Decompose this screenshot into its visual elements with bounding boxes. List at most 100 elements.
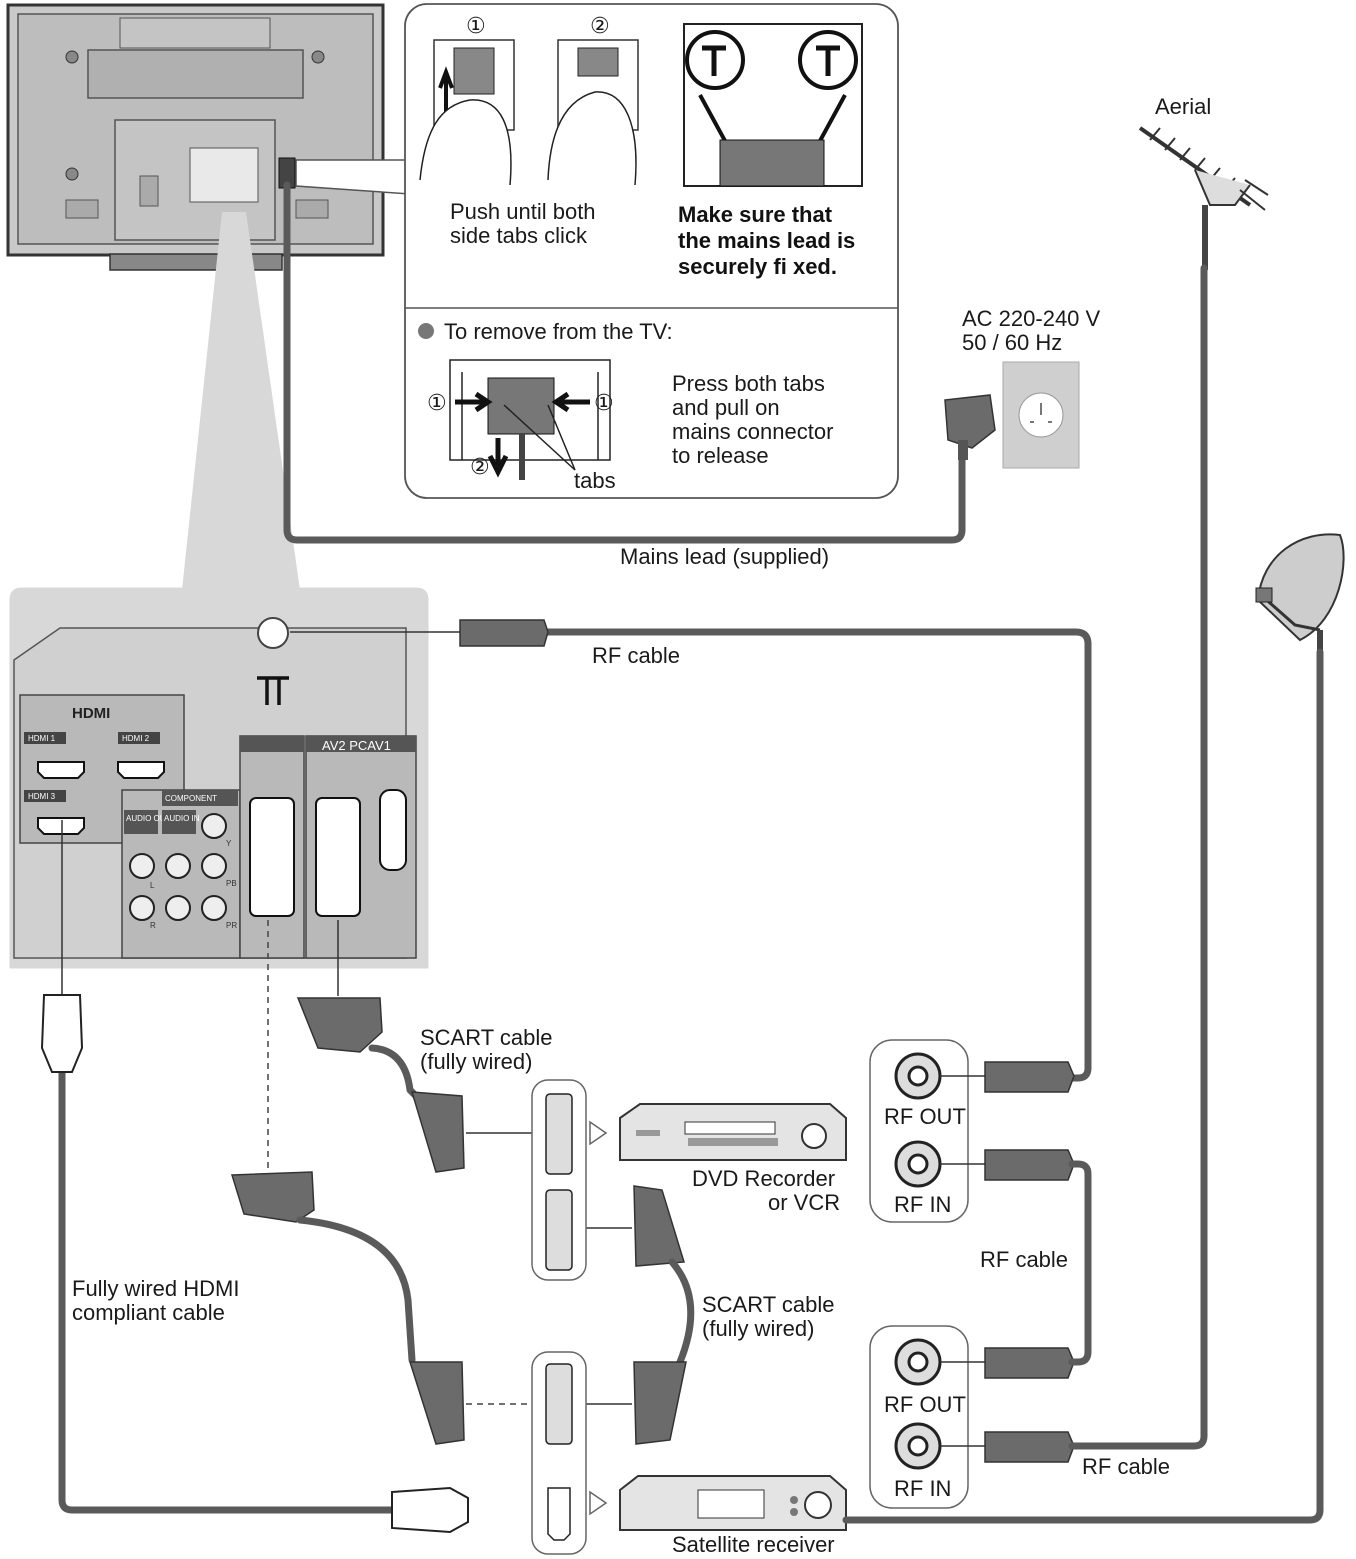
scart-cable-1-line1: SCART cable (420, 1025, 552, 1050)
hdmi3-port (37, 817, 85, 835)
step1-marker: ① (466, 13, 486, 38)
remove-connector-illustration (449, 359, 611, 480)
jack-l-label: L (150, 881, 155, 890)
mains-lead-label: Mains lead (supplied) (620, 544, 829, 569)
component-pb-jack (201, 853, 227, 879)
press-instruction-line4: to release (672, 443, 769, 468)
scart-cable-2 (296, 1216, 416, 1364)
scart-cable-1-line2: (fully wired) (420, 1049, 532, 1074)
hdmi-plug-tv (40, 994, 84, 1073)
rf-cable-top-label: RF cable (592, 643, 680, 668)
component-label: COMPONENT (165, 794, 217, 803)
av-header: AV2 PCAV1 (322, 738, 391, 753)
scart-plug-av1 (296, 997, 383, 1053)
scart-cable-2-line2: (fully wired) (702, 1316, 814, 1341)
scart-plug-dvd-out (633, 1185, 685, 1267)
rf-cable-bottom-label: RF cable (1082, 1454, 1170, 1479)
zoom-wedge (182, 212, 300, 590)
mains-lead-cable (283, 181, 966, 544)
ac-voltage: AC 220-240 V (962, 306, 1101, 331)
satellite-receiver-label: Satellite receiver (672, 1532, 835, 1557)
hdmi-cable (58, 1066, 396, 1514)
dvd-rf-in-label: RF IN (894, 1192, 951, 1217)
sat-rf-socket-box (869, 1325, 969, 1509)
satellite-receiver-icon (619, 1475, 847, 1531)
dvd-recorder-icon (619, 1103, 847, 1161)
rf-plug-sat-out (984, 1347, 1075, 1379)
jack-r-label: R (150, 921, 156, 930)
scart-cable-3 (668, 1258, 695, 1366)
rf-cable-top (536, 628, 1092, 1082)
hdmi3-tag: HDMI 3 (28, 792, 56, 801)
scart-plug-av2 (230, 1171, 315, 1223)
dvd-rf-out-label: RF OUT (884, 1104, 966, 1129)
rf-plug-sat-in (984, 1431, 1075, 1463)
tabs-label: tabs (574, 468, 616, 493)
audio-in-label: AUDIO IN (164, 814, 200, 823)
mains-connection-inset: ① ② Push until both side tabs click Make… (404, 3, 899, 499)
secure-note-line1: Make sure that (678, 202, 833, 227)
press-instruction-line3: mains connector (672, 419, 833, 444)
hdmi-cable-label-line1: Fully wired HDMI (72, 1276, 239, 1301)
hdmi2-tag: HDMI 2 (122, 734, 150, 743)
scart-cable-2-line1: SCART cable (702, 1292, 834, 1317)
push-connector-illustration-1 (419, 39, 515, 186)
hdmi2-port (117, 761, 165, 779)
hdmi1-port (37, 761, 85, 779)
rf-plug-top (459, 619, 549, 647)
press-instruction-line2: and pull on (672, 395, 780, 420)
tv-terminal-panel: HDMI HDMI 1 HDMI 2 HDMI 3 COMPONENT AUDI… (9, 587, 429, 969)
hdmi-cable-label-line2: compliant cable (72, 1300, 225, 1325)
ac-frequency: 50 / 60 Hz (962, 330, 1062, 355)
dvd-recorder-label-line2: or VCR (768, 1190, 840, 1215)
mains-plug-icon (944, 394, 996, 460)
dvd-recorder-label-line1: DVD Recorder (692, 1166, 835, 1191)
satellite-dish-icon (1255, 533, 1345, 655)
component-pr-jack (201, 895, 227, 921)
aerial-label: Aerial (1155, 94, 1211, 119)
audio-out-label: AUDIO OUT (126, 814, 171, 823)
av1-scart-socket (315, 797, 361, 917)
audio-out-r-jack (129, 895, 155, 921)
remove-title: To remove from the TV: (444, 319, 673, 344)
scart-plug-sat-out (633, 1361, 687, 1445)
sat-rf-out-label: RF OUT (884, 1392, 966, 1417)
rf-plug-dvd-out (984, 1061, 1075, 1093)
component-y-jack (201, 813, 227, 839)
satellite-cable (842, 648, 1324, 1524)
hdmi1-tag: HDMI 1 (28, 734, 56, 743)
audio-in-r-jack (165, 895, 191, 921)
pc-port (379, 789, 407, 871)
scart-cable-1 (368, 1044, 424, 1104)
secure-note-line2: the mains lead is (678, 228, 855, 253)
aerial-terminal (257, 617, 289, 649)
av2-scart-socket (249, 797, 295, 917)
jack-pr-label: PR (226, 921, 237, 930)
audio-in-l-jack (165, 853, 191, 879)
rf-cable-aerial (1068, 264, 1208, 1450)
hdmi-plug-receiver (391, 1486, 469, 1534)
rf-cable-dvd-sat (1068, 1160, 1092, 1366)
sat-rf-in-label: RF IN (894, 1476, 951, 1501)
aerial-terminal-icon (257, 676, 289, 705)
scart-plug-dvd-in (410, 1091, 465, 1173)
jack-y-label: Y (226, 839, 232, 848)
aerial-icon (1138, 126, 1269, 270)
step2-marker: ② (590, 13, 610, 38)
bullet-icon (418, 323, 434, 339)
rf-cable-mid-label: RF cable (980, 1247, 1068, 1272)
audio-out-l-jack (129, 853, 155, 879)
secure-connector-illustration (683, 23, 863, 187)
push-instruction-line1: Push until both (450, 199, 596, 224)
scart-plug-sat-in (408, 1361, 465, 1445)
step1-right-marker: ① (594, 390, 614, 415)
tv-rear-view (6, 3, 385, 271)
jack-pb-label: PB (226, 879, 237, 888)
step2-remove-marker: ② (470, 454, 490, 479)
press-instruction-line1: Press both tabs (672, 371, 825, 396)
hdmi-logo: HDMI (72, 705, 110, 722)
wall-socket-icon (1002, 361, 1080, 469)
push-instruction-line2: side tabs click (450, 223, 588, 248)
rf-plug-dvd-in (984, 1149, 1075, 1181)
